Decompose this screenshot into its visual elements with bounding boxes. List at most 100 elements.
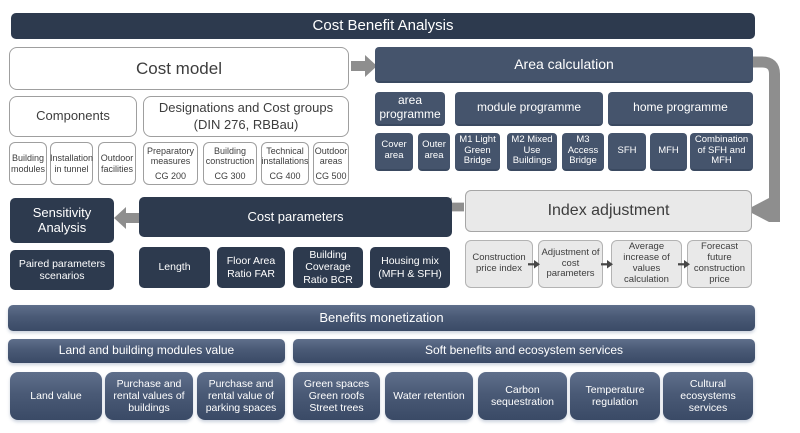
diagram-title: Cost Benefit Analysis <box>312 17 454 35</box>
component-item-building-modules: Building modules <box>9 142 47 185</box>
cost-parameter-far: Floor Area Ratio FAR <box>217 247 285 288</box>
elbow-arrow-icon <box>746 56 780 222</box>
arrow-left-icon <box>114 207 140 229</box>
home-item-sfh: SFH <box>608 133 646 171</box>
programme-header-area: area programme <box>375 92 445 126</box>
area-calculation-title: Area calculation <box>514 55 614 72</box>
module-item-m1: M1 Light Green Bridge <box>455 133 500 171</box>
benefit-item-green-spaces: Green spaces Green roofs Street trees <box>293 372 380 420</box>
benefit-item-label: Water retention <box>393 389 465 402</box>
designations-header: Designations and Cost groups (DIN 276, R… <box>143 96 349 137</box>
benefits-group-label: Soft benefits and ecosystem services <box>424 343 624 358</box>
component-label: Building modules <box>10 153 46 174</box>
cost-parameter-label: Building Coverage Ratio BCR <box>303 249 353 286</box>
components-title: Components <box>36 108 110 124</box>
arrow-right-icon <box>351 55 377 77</box>
index-step-adjustment-of-cost-parameters: Adjustment of cost parameters <box>538 240 603 288</box>
home-item-mfh: MFH <box>650 133 687 171</box>
cost-group-item-cg500: Outdoor areas CG 500 <box>313 142 349 185</box>
cost-group-item-cg200: Preparatory measures CG 200 <box>143 142 198 185</box>
cost-parameters-header: Cost parameters <box>139 197 452 237</box>
cost-parameter-housing-mix: Housing mix (MFH & SFH) <box>370 247 450 288</box>
step-arrow-icon <box>528 260 540 269</box>
module-item-m2: M2 Mixed Use Buildings <box>507 133 557 171</box>
programme-header-module: module programme <box>455 92 603 126</box>
step-arrow-icon <box>601 260 613 269</box>
benefit-item-cultural-ecosystems: Cultural ecosystems services <box>663 372 753 420</box>
area-item-label: Cover area <box>381 139 407 161</box>
component-item-outdoor-facilities: Outdoor facilities <box>98 142 136 185</box>
cost-group-name: Preparatory measures <box>146 145 195 167</box>
home-item-combination: Combination of SFH and MFH <box>690 133 753 171</box>
cost-parameter-label: Floor Area Ratio FAR <box>226 255 276 280</box>
benefit-item-label: Carbon sequestration <box>490 383 555 408</box>
programme-label: area programme <box>379 93 441 121</box>
cost-group-item-cg300: Building construction CG 300 <box>203 142 257 185</box>
benefits-group-label: Land and building modules value <box>58 343 235 358</box>
module-item-label: M2 Mixed Use Buildings <box>511 133 553 167</box>
programme-header-home: home programme <box>608 92 753 126</box>
benefit-item-label: Purchase and rental values of buildings <box>113 377 185 415</box>
programme-label: home programme <box>633 100 728 115</box>
component-item-installation-in-tunnel: Installation in tunnel <box>50 142 93 185</box>
home-item-label: SFH <box>617 144 637 156</box>
cost-group-name: Building construction <box>205 145 255 167</box>
cost-parameter-bcr: Building Coverage Ratio BCR <box>293 247 363 288</box>
index-step-label: Forecast future construction price <box>693 241 746 285</box>
benefits-monetization-title: Benefits monetization <box>319 309 444 325</box>
index-step-construction-price-index: Construction price index <box>465 240 533 288</box>
area-calculation-header: Area calculation <box>375 47 753 83</box>
cost-group-name: Outdoor areas <box>314 145 348 167</box>
benefit-item-purchase-rental-buildings: Purchase and rental values of buildings <box>105 372 193 420</box>
component-label: Outdoor facilities <box>100 153 134 174</box>
benefit-item-label: Purchase and rental value of parking spa… <box>205 377 277 415</box>
step-arrow-icon <box>678 260 690 269</box>
components-header: Components <box>9 96 137 137</box>
sensitivity-item-label: Paired parameters scenarios <box>18 257 106 282</box>
benefit-item-temperature-regulation: Temperature regulation <box>570 372 660 420</box>
index-step-average-increase: Average increase of values calculation <box>611 240 682 288</box>
home-item-label: Combination of SFH and MFH <box>694 133 749 167</box>
index-step-label: Average increase of values calculation <box>623 241 670 285</box>
benefit-item-land-value: Land value <box>10 372 102 420</box>
designations-subtitle: (DIN 276, RBBau) <box>193 116 299 132</box>
home-item-label: MFH <box>658 144 679 156</box>
module-item-label: M3 Access Bridge <box>567 133 599 167</box>
module-item-label: M1 Light Green Bridge <box>459 133 496 167</box>
cost-model-title: Cost model <box>136 58 222 78</box>
cost-parameters-title: Cost parameters <box>247 208 344 224</box>
cost-group-code: CG 500 <box>315 170 347 181</box>
sensitivity-analysis-title: Sensitivity Analysis <box>32 204 92 235</box>
benefit-item-label: Land value <box>30 389 82 402</box>
index-adjustment-title: Index adjustment <box>547 201 670 219</box>
benefit-item-water-retention: Water retention <box>385 372 473 420</box>
cost-group-code: CG 300 <box>214 170 246 181</box>
cost-parameter-label: Length <box>158 261 191 274</box>
index-adjustment-header: Index adjustment <box>465 190 752 232</box>
cost-group-item-cg400: Technical installations CG 400 <box>261 142 309 185</box>
benefit-item-carbon-sequestration: Carbon sequestration <box>478 372 567 420</box>
benefit-item-purchase-rental-parking: Purchase and rental value of parking spa… <box>197 372 285 420</box>
designations-title: Designations and Cost groups <box>158 99 334 115</box>
cost-group-code: CG 400 <box>269 170 301 181</box>
cost-parameter-label: Housing mix (MFH & SFH) <box>378 255 442 280</box>
cost-parameter-length: Length <box>139 247 210 288</box>
area-item-cover-area: Cover area <box>375 133 413 171</box>
sensitivity-analysis-header: Sensitivity Analysis <box>10 198 114 243</box>
cost-model-header: Cost model <box>9 47 349 90</box>
area-item-label: Outer area <box>422 139 446 161</box>
module-item-m3: M3 Access Bridge <box>562 133 604 171</box>
component-label: Installation in tunnel <box>49 153 94 174</box>
programme-label: module programme <box>476 100 582 115</box>
benefits-monetization-header: Benefits monetization <box>8 305 755 331</box>
area-item-outer-area: Outer area <box>418 133 450 171</box>
sensitivity-item-paired-parameters: Paired parameters scenarios <box>10 250 114 290</box>
benefits-group-land-header: Land and building modules value <box>8 339 285 363</box>
benefit-item-label: Cultural ecosystems services <box>680 377 736 415</box>
index-step-label: Adjustment of cost parameters <box>541 246 600 280</box>
benefits-group-soft-header: Soft benefits and ecosystem services <box>293 339 755 363</box>
index-step-forecast-price: Forecast future construction price <box>687 240 752 288</box>
title-banner: Cost Benefit Analysis <box>11 13 755 39</box>
benefit-item-label: Temperature regulation <box>585 383 645 408</box>
